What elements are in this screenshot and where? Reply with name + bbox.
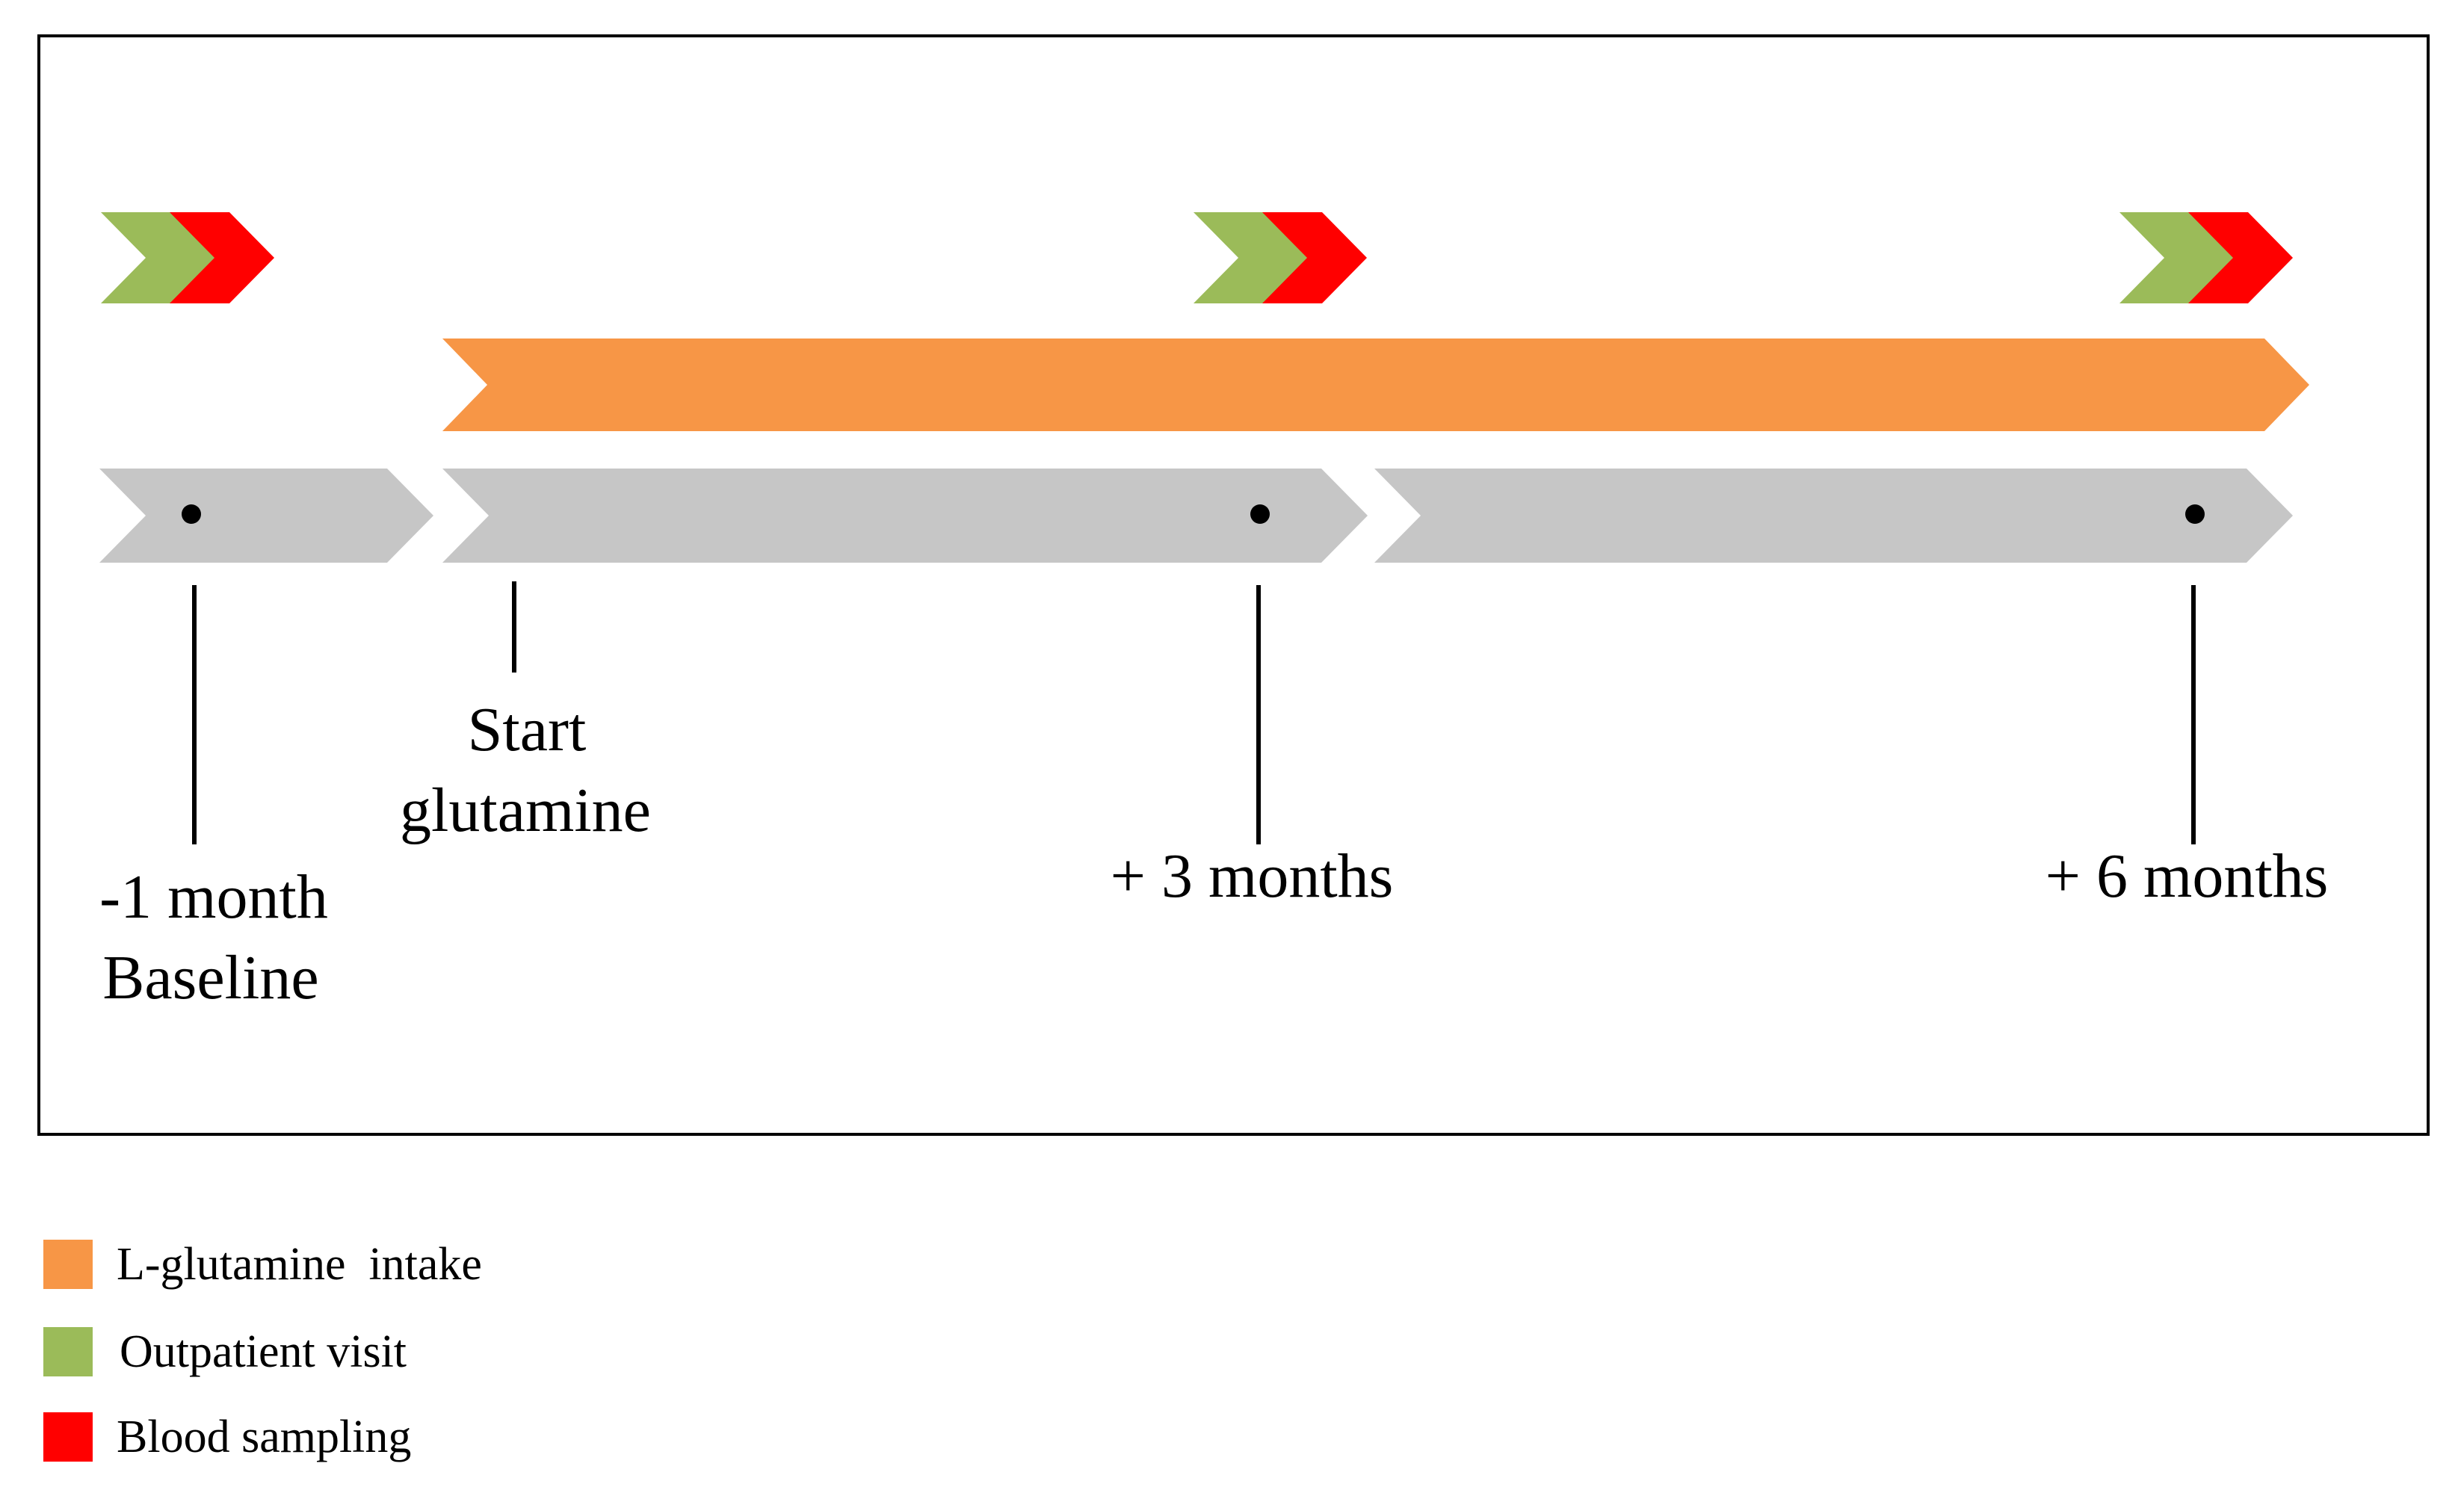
- outpatient-visit-chevron: [2119, 212, 2237, 303]
- label-start-line2: glutamine: [400, 776, 651, 845]
- legend-label-blood: Blood sampling: [117, 1412, 411, 1462]
- outpatient-visit-chevron: [1194, 212, 1311, 303]
- label-six-months: + 6 months: [2045, 841, 2329, 911]
- legend-item-blood: Blood sampling: [43, 1412, 411, 1462]
- legend-label-glutamine: L-glutamine intake: [117, 1239, 482, 1290]
- label-baseline-line1: -1 month: [99, 862, 328, 932]
- visit-marker-baseline: [101, 212, 274, 303]
- timepoint-dot-six-months: [2185, 504, 2205, 524]
- glutamine-intake-arrow: [442, 339, 2309, 431]
- green-square-icon: [43, 1327, 93, 1376]
- label-start-line1: Start: [468, 695, 587, 764]
- red-square-icon: [43, 1412, 93, 1462]
- label-baseline-line2: Baseline: [102, 943, 318, 1013]
- blood-sampling-chevron: [2188, 212, 2293, 303]
- visit-marker-six-months: [2119, 212, 2293, 303]
- legend-label-visit: Outpatient visit: [120, 1326, 407, 1377]
- timeline-segment-first-period: [442, 469, 1368, 563]
- legend-item-visit: Outpatient visit: [43, 1326, 407, 1377]
- timepoint-dot-three-months: [1250, 504, 1270, 524]
- label-three-months: + 3 months: [1111, 841, 1394, 911]
- legend-item-glutamine: L-glutamine intake: [43, 1239, 482, 1290]
- visit-marker-three-months: [1194, 212, 1367, 303]
- timepoint-dot-baseline: [182, 504, 201, 524]
- timeline-segment-baseline: [99, 469, 433, 563]
- outpatient-visit-chevron: [101, 212, 218, 303]
- blood-sampling-chevron: [170, 212, 274, 303]
- orange-square-icon: [43, 1240, 93, 1289]
- legend: L-glutamine intake Outpatient visit Bloo…: [43, 1239, 482, 1462]
- diagram-frame: [37, 34, 2430, 1136]
- blood-sampling-chevron: [1262, 212, 1367, 303]
- timeline-segment-second-period: [1374, 469, 2293, 563]
